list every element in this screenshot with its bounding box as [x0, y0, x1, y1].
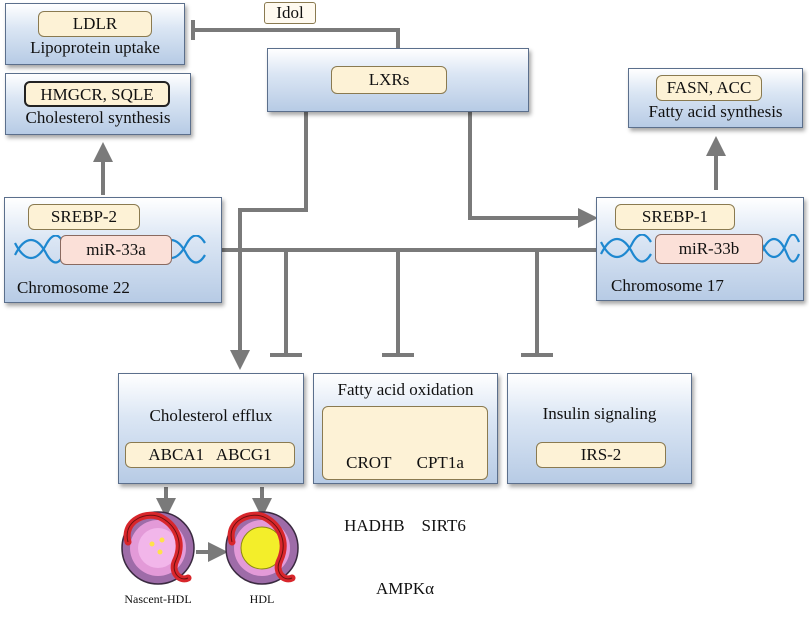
ldlr-gene: LDLR: [38, 11, 152, 37]
idol-label: Idol: [264, 2, 316, 24]
lxrs-box: LXRs: [267, 48, 529, 112]
srebp1-label: SREBP-1: [615, 204, 735, 230]
srebp2-label: SREBP-2: [28, 204, 140, 230]
lxrs-to-srebp1-arrow: [468, 112, 598, 228]
irs2-gene: IRS-2: [536, 442, 666, 468]
lxrs-label: LXRs: [331, 66, 447, 94]
mir33a-label: miR-33a: [60, 235, 172, 265]
fao-genes-line2: HADHB SIRT6: [344, 516, 466, 535]
ldlr-label: Lipoprotein uptake: [30, 38, 160, 57]
insulin-signaling-title: Insulin signaling: [542, 404, 657, 423]
fasn-gene: FASN, ACC: [656, 75, 762, 101]
efflux-genes: ABCA1 ABCG1: [125, 442, 295, 468]
cholesterol-synthesis-label: Cholesterol synthesis: [25, 108, 171, 127]
fatty-acid-synthesis-label: Fatty acid synthesis: [648, 102, 783, 121]
fatty-acid-oxidation-box: Fatty acid oxidation CROT CPT1a HADHB SI…: [313, 373, 498, 598]
nascent-hdl-particle: [121, 511, 195, 585]
ldlr-box: LDLR Lipoprotein uptake: [5, 3, 185, 65]
srebp1-box: SREBP-1 miR-33b Chromosome 17: [596, 197, 804, 301]
lxrs-to-efflux-arrow: [230, 112, 308, 370]
fao-genes-line1: CROT CPT1a: [346, 453, 464, 472]
hdl-particle: [225, 511, 299, 585]
cholesterol-synthesis-box: HMGCR, SQLE Cholesterol synthesis: [5, 73, 191, 135]
fao-genes-line3: AMPKα: [375, 579, 435, 598]
chromosome22-label: Chromosome 22: [17, 278, 130, 297]
connector-layer: [93, 20, 726, 562]
fao-genes: CROT CPT1a HADHB SIRT6 AMPKα: [322, 406, 488, 598]
dna-helix-right: [600, 234, 801, 263]
fao-title: Fatty acid oxidation: [337, 380, 474, 399]
cholesterol-efflux-title: Cholesterol efflux: [149, 406, 273, 425]
cholesterol-efflux-box: Cholesterol efflux ABCA1 ABCG1: [118, 373, 304, 484]
fatty-acid-synthesis-box: FASN, ACC Fatty acid synthesis: [628, 68, 803, 128]
chromosome17-label: Chromosome 17: [611, 276, 724, 295]
nascent-hdl-label: Nascent-HDL: [124, 592, 192, 606]
srebp2-box: SREBP-2 miR-33a Chromosome 22: [4, 197, 222, 303]
insulin-signaling-box: Insulin signaling IRS-2: [507, 373, 692, 484]
hdl-label: HDL: [249, 592, 275, 606]
lxrs-idol-inhibition: [193, 28, 400, 48]
hmgcr-gene: HMGCR, SQLE: [24, 81, 170, 107]
mir33b-label: miR-33b: [655, 234, 763, 264]
